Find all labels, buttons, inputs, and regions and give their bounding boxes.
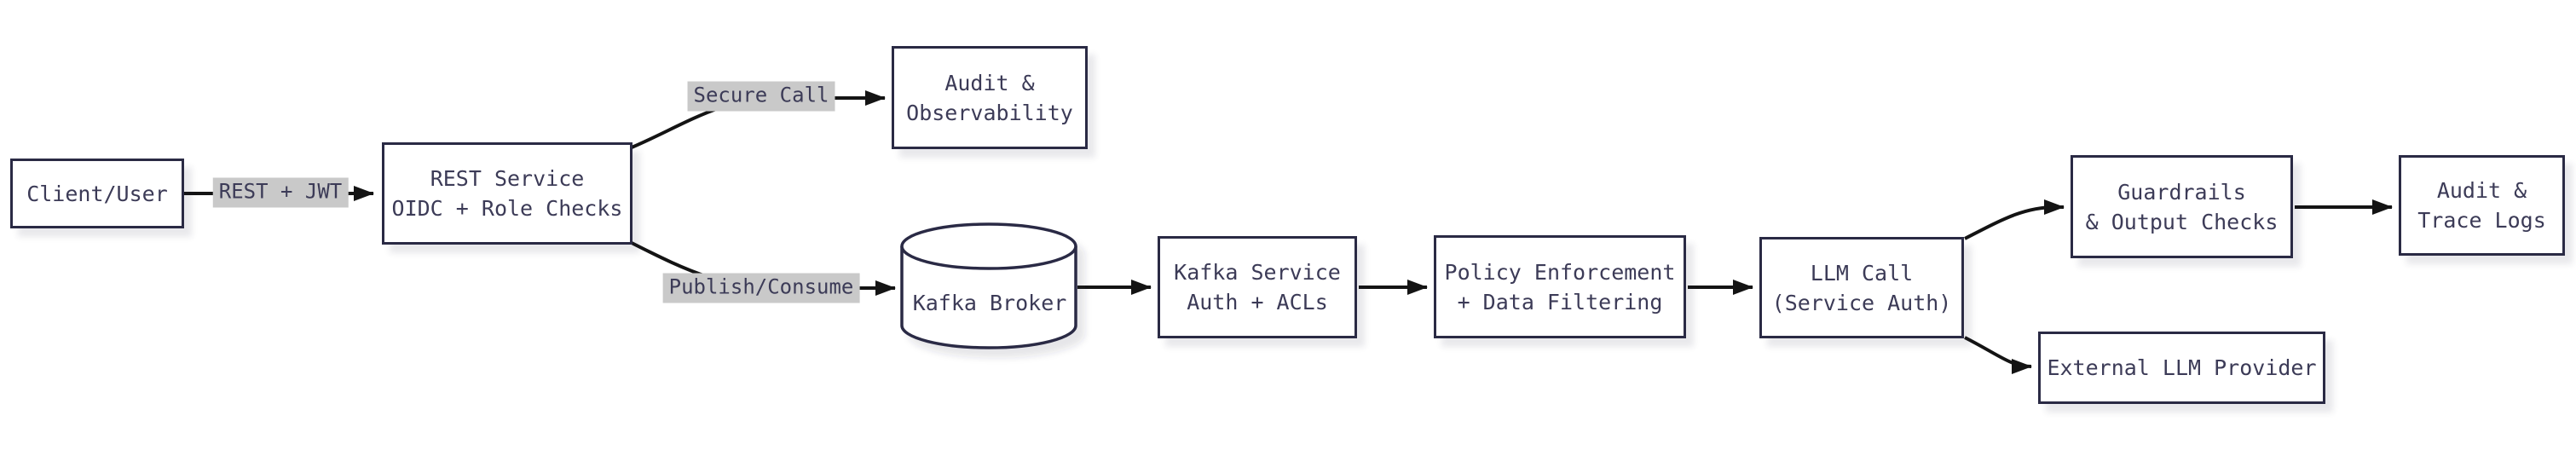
node-label: Guardrails — [2117, 179, 2246, 205]
node-label: Client/User — [26, 181, 168, 206]
node-label: + Data Filtering — [1457, 289, 1663, 314]
node-guardrails: Guardrails & Output Checks — [2071, 155, 2293, 258]
node-label: Kafka Service — [1174, 260, 1341, 285]
node-label: & Output Checks — [2085, 209, 2279, 234]
edge-label-publish-consume: Publish/Consume — [662, 273, 860, 303]
node-label: (Service Auth) — [1771, 290, 1952, 315]
edge-llm-guardrails — [1964, 199, 2065, 240]
edge-label-secure-call: Secure Call — [687, 81, 835, 112]
node-label: External LLM Provider — [2047, 355, 2317, 380]
node-label: Kafka Broker — [912, 290, 1067, 315]
node-external-llm-provider: External LLM Provider — [2038, 332, 2325, 404]
node-llm-call: LLM Call (Service Auth) — [1759, 237, 1964, 338]
node-label: Policy Enforcement — [1444, 259, 1676, 285]
node-rest-service: REST Service OIDC + Role Checks — [382, 142, 632, 245]
node-policy-enforcement: Policy Enforcement + Data Filtering — [1434, 235, 1686, 338]
node-label: Audit & — [2436, 178, 2527, 203]
node-audit-trace-logs: Audit & Trace Logs — [2399, 155, 2565, 256]
node-label: REST Service — [430, 166, 585, 191]
node-client-user: Client/User — [10, 159, 184, 228]
edge-label-rest-jwt: REST + JWT — [212, 177, 349, 208]
node-audit-observability: Audit & Observability — [892, 46, 1088, 149]
node-label: Trace Logs — [2417, 208, 2546, 233]
node-label: OIDC + Role Checks — [391, 196, 623, 221]
edge-llm-external — [1964, 336, 2032, 374]
node-label: Observability — [906, 100, 1073, 125]
node-kafka-broker: Kafka Broker — [902, 266, 1077, 339]
node-label: Auth + ACLs — [1187, 290, 1328, 314]
node-label: Audit & — [944, 70, 1035, 95]
node-kafka-service-auth: Kafka Service Auth + ACLs — [1158, 236, 1357, 338]
node-label: LLM Call — [1810, 260, 1914, 286]
